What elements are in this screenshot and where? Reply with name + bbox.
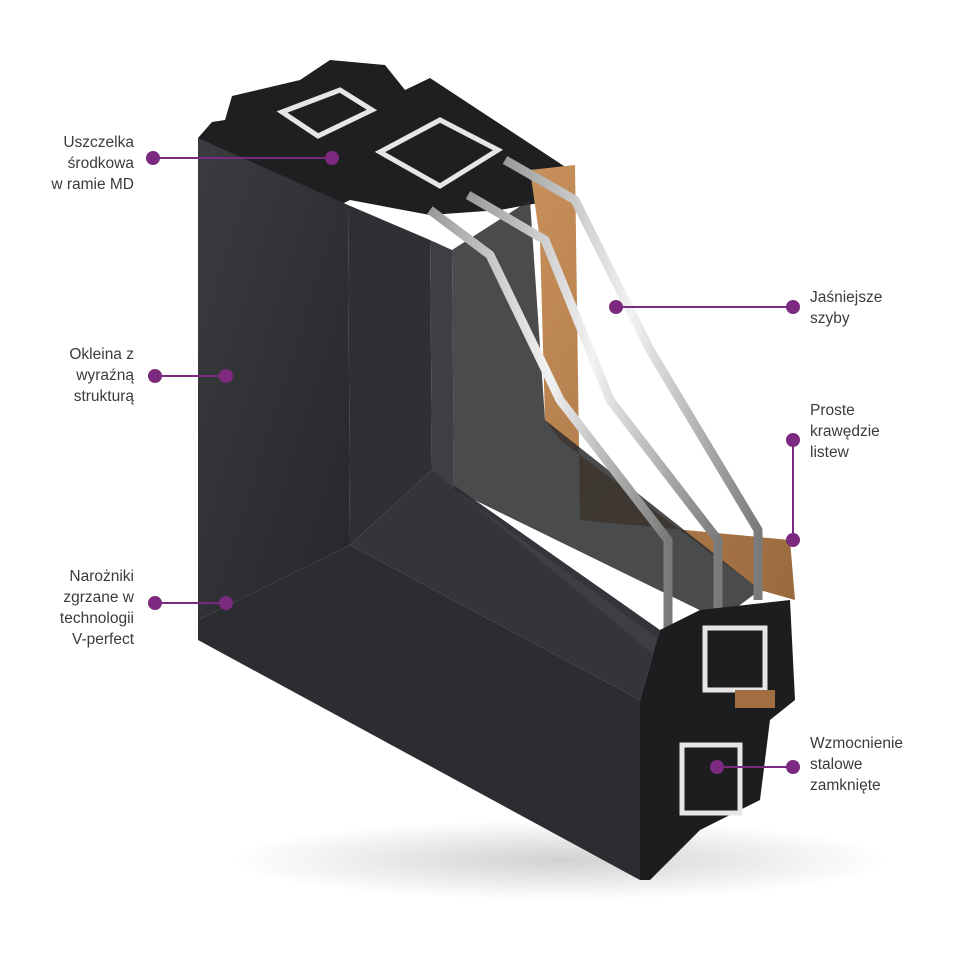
leader-dot [609,300,623,314]
callout-line: Narożniki [69,568,134,585]
callout-beads: Proste krawędzie listew [810,400,880,463]
callout-leaders [146,151,800,774]
leader-dot [786,433,800,447]
leader-dot [710,760,724,774]
callout-line: wyraźną [76,367,134,384]
callout-line: środkowa [67,155,134,172]
glass-pane-2 [465,191,723,615]
top-sash-reinforcement [374,117,504,189]
leader-dot [325,151,339,165]
glass-interior [452,200,760,620]
callout-glass: Jaśniejsze szyby [810,287,882,329]
leader-dot [219,369,233,383]
callout-line: Proste [810,402,855,419]
callout-gasket: Uszczelka środkowa w ramie MD [40,132,134,195]
callout-line: Wzmocnienie [810,735,904,752]
callout-line: krawędzie [810,423,880,440]
callout-line: V-perfect [71,631,134,648]
bottom-steel-reinforcement [679,742,743,816]
frame-bottom-face [198,545,640,880]
callout-line: zamknięte [810,777,881,794]
leader-dot [146,151,160,165]
callout-line: Uszczelka [63,134,134,151]
callout-line: szyby [810,310,850,327]
callout-corners: Narożniki zgrzane w technologii V-perfec… [40,566,134,650]
callout-line: Okleina z [69,346,134,363]
frame-front-face [198,138,350,620]
leader-dot [786,300,800,314]
top-steel-reinforcement [276,87,378,139]
floor-shadow [230,820,890,900]
callout-line: listew [810,444,849,461]
top-profile-section [198,60,575,215]
callout-line: technologii [59,610,134,627]
callout-line: zgrzane w [63,589,134,606]
callout-line: w ramie MD [51,176,134,193]
leader-dot [786,533,800,547]
sash-bottom-face [350,470,660,700]
leader-dot [786,760,800,774]
wood-bottom-strip [735,690,775,708]
leader-dot [148,369,162,383]
callout-steel: Wzmocnienie stalowe zamknięte [810,733,903,796]
bottom-profile-section [640,600,795,880]
callout-line: Jaśniejsze [810,289,883,306]
glass-pane-1 [427,206,673,640]
callout-foil: Okleina z wyraźną strukturą [40,344,134,407]
callout-line: stalowe [810,756,863,773]
leader-dot [219,596,233,610]
glass-pane-3 [502,156,763,600]
sash-vertical-face [348,205,432,545]
leader-dot [148,596,162,610]
callout-line: strukturą [73,388,134,405]
